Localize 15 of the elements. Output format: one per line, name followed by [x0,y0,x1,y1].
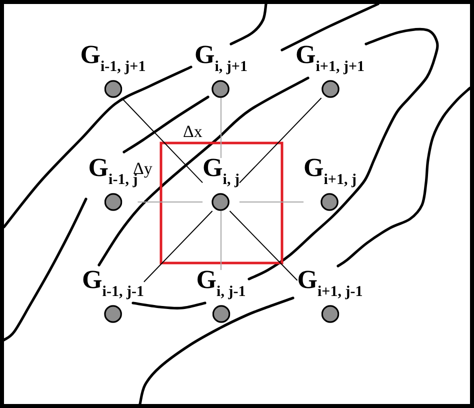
connector-line [229,210,298,281]
grid-point-label: G$_{i, j}$ [202,158,240,188]
connector-line [220,210,222,270]
connector-line [220,98,222,158]
connector-line [143,210,213,282]
connector-line [121,98,204,184]
grid-point-label: G$_{i-1, j-1}$ [82,270,144,300]
connector-line [238,98,322,184]
grid-point-label: G$_{i, j+1}$ [194,45,248,75]
grid-point-label: G$_{i, j-1}$ [196,270,246,300]
spacing-label: Δx [183,123,202,140]
grid-point-label: G$_{i+1, j}$ [304,158,356,188]
grid-point-label: G$_{i+1, j+1}$ [296,45,364,75]
grid-point-label: G$_{i-1, j+1}$ [80,45,146,75]
grid-point-label: G$_{i+1, j-1}$ [297,270,363,300]
